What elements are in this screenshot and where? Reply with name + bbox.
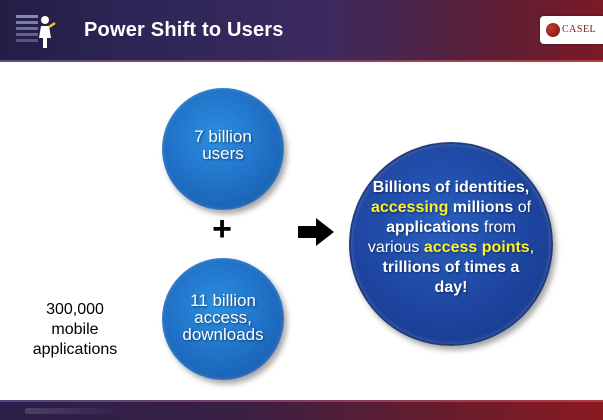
logo-mark-icon — [546, 23, 560, 37]
downloads-count: 11 billion — [190, 291, 256, 310]
slide-footer — [0, 400, 603, 420]
footer-decoration — [25, 408, 125, 414]
downloads-circle-text: 11 billion access, downloads — [162, 292, 284, 343]
text-millions: millions — [448, 199, 514, 216]
mobile-apps-label-2: applications — [32, 341, 118, 358]
figure-with-document-icon — [16, 15, 56, 48]
plus-sign: + — [212, 210, 232, 248]
identities-circle: Billions of identities, accessing millio… — [349, 142, 553, 346]
identities-line-1: Billions of identities, — [372, 179, 530, 196]
text-of: of — [513, 199, 532, 216]
slide-title: Power Shift to Users — [84, 19, 284, 41]
mobile-apps-count: 300,000 — [46, 301, 104, 318]
text-applications: applications — [386, 219, 480, 236]
users-circle: 7 billion users — [162, 88, 284, 210]
users-count: 7 billion — [194, 127, 252, 146]
identities-line-3: applications from — [361, 218, 541, 238]
downloads-circle: 11 billion access, downloads — [162, 258, 284, 380]
identities-text: Billions of identities, accessing millio… — [361, 178, 541, 298]
identities-line-5: trillions of times a — [382, 259, 520, 276]
users-label: users — [202, 144, 244, 163]
slide-header: Power Shift to Users CASEL — [0, 0, 603, 62]
company-logo: CASEL — [540, 16, 603, 44]
text-comma: , — [529, 239, 535, 256]
users-circle-text: 7 billion users — [162, 128, 284, 162]
text-from: from — [479, 219, 516, 236]
highlight-accessing: accessing — [370, 199, 449, 216]
mobile-apps-label-1: mobile — [51, 321, 99, 338]
logo-text: CASEL — [562, 24, 597, 35]
downloads-label-2: downloads — [182, 325, 264, 344]
text-various: various — [367, 239, 424, 256]
downloads-label-1: access, — [194, 308, 252, 327]
mobile-apps-text: 300,000 mobile applications — [20, 300, 130, 360]
arrow-right-icon — [298, 218, 334, 246]
identities-line-6: day! — [434, 279, 468, 296]
identities-line-2: accessing millions of — [361, 198, 541, 218]
highlight-access-points: access points — [423, 239, 530, 256]
identities-line-4: various access points, — [361, 238, 541, 258]
